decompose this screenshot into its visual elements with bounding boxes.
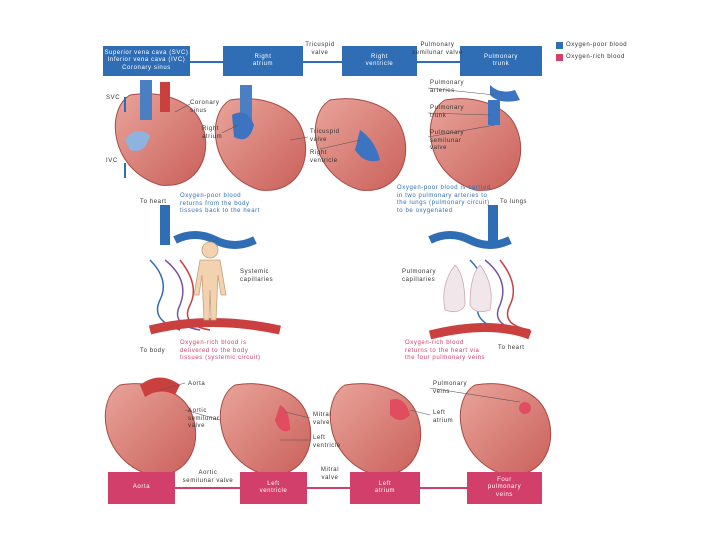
label-mitral-valve-heart: Mitral valve	[313, 412, 332, 426]
heart-bottom-1	[104, 377, 197, 476]
heart-top-right-2	[429, 85, 522, 191]
flow-box-left-atrium: Left atrium	[350, 472, 420, 504]
label-pulmonary-trunk: Pulmonary trunk	[430, 105, 465, 119]
label-right-atrium: Right atrium	[202, 126, 223, 140]
flow-label-mitral: Mitral valve	[320, 467, 340, 481]
heart-top-left	[114, 80, 207, 186]
label-tricuspid-valve: Tricuspid valve	[310, 129, 340, 143]
label-left-atrium-heart: Left atrium	[433, 410, 454, 424]
legend-swatch-oxygen-poor	[556, 42, 563, 49]
heart-bottom-2	[219, 383, 312, 476]
label-pulmonary-semilunar-valve: Pulmonary semilunar valve	[430, 130, 465, 151]
heart-top-middle	[214, 85, 307, 191]
label-to-body: To body	[140, 348, 166, 354]
flow-box-left-ventricle: Left ventricle	[240, 472, 307, 504]
flow-box-venae-cavae: Superior vena cava (SVC) Inferior vena c…	[103, 46, 190, 76]
flow-label-tricuspid: Tricuspid valve	[305, 42, 335, 56]
text-oxygen-rich-delivered: Oxygen-rich blood is delivered to the bo…	[180, 340, 261, 361]
label-systemic-capillaries: Systemic capillaries	[240, 269, 274, 283]
label-coronary-sinus: Coronary sinus	[190, 100, 220, 114]
label-ivc: IVC	[106, 158, 118, 164]
label-pulmonary-arteries: Pulmonary arteries	[430, 80, 465, 94]
flow-label-pulmonary-semilunar: Pulmonary semilunar valve	[412, 42, 463, 56]
label-pulmonary-capillaries: Pulmonary capillaries	[402, 269, 437, 283]
flow-box-right-atrium: Right atrium	[223, 46, 303, 76]
heart-bottom-4	[459, 383, 552, 476]
label-aorta-heart: Aorta	[188, 381, 206, 387]
flow-box-right-ventricle: Right ventricle	[342, 46, 417, 76]
label-left-ventricle-heart: Left ventricle	[313, 435, 341, 449]
text-oxygen-poor-lungs: Oxygen-poor blood is carried in two pulm…	[397, 185, 491, 214]
label-to-heart-left: To heart	[140, 199, 167, 205]
flow-box-pulmonary-trunk: Pulmonary trunk	[460, 46, 542, 76]
label-right-ventricle: Right ventricle	[310, 150, 338, 164]
text-oxygen-rich-returns: Oxygen-rich blood returns to the heart v…	[405, 340, 486, 361]
leader-lines	[159, 87, 521, 441]
label-pulmonary-veins: Pulmonary veins	[433, 381, 468, 395]
legend-label-oxygen-poor: Oxygen-poor blood	[566, 42, 628, 48]
label-aortic-semilunar-valve: Aortic semilunar valve	[188, 408, 220, 429]
legend-swatch-oxygen-rich	[556, 54, 563, 61]
text-oxygen-poor-return: Oxygen-poor blood returns from the body …	[180, 193, 261, 214]
flow-box-aorta: Aorta	[108, 472, 175, 504]
lungs	[443, 264, 492, 313]
flow-label-aortic-semilunar: Aortic semilunar valve	[182, 470, 234, 484]
flow-box-pulmonary-veins: Four pulmonary veins	[467, 472, 542, 504]
legend-label-oxygen-rich: Oxygen-rich blood	[566, 54, 625, 60]
human-figure	[193, 241, 227, 321]
heart-top-right-1	[314, 98, 407, 191]
label-svc: SVC	[106, 95, 121, 101]
systemic-vessels	[148, 205, 281, 335]
label-to-heart-right: To heart	[498, 345, 525, 351]
label-to-lungs: To lungs	[500, 199, 528, 205]
heart-bottom-3	[329, 383, 422, 476]
